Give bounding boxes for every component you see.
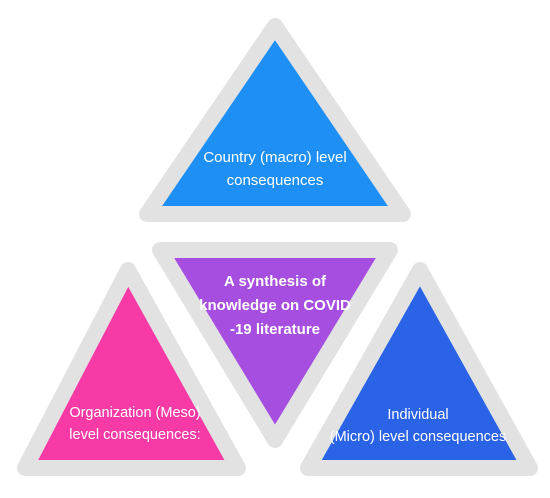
right-triangle-label: Individual (Micro) level consequences [318,405,518,449]
center-label-line-3: -19 literature [229,321,321,338]
right-triangle [300,262,538,476]
left-label-line-2: level consequences: [69,426,201,443]
left-triangle-label: Organization (Meso) level consequences: [40,403,230,447]
center-triangle-label: A synthesis of knowledge on COVID -19 li… [190,270,360,342]
center-triangle [152,242,398,448]
center-label-line-1: A synthesis of [224,273,326,290]
top-label-line-2: consequences [226,171,324,189]
center-label-line-2: knowledge on COVID [199,297,351,314]
top-label-line-1: Country (macro) level [203,149,347,166]
right-label-line-2: (Micro) level consequences [329,428,507,445]
top-triangle-label: Country (macro) level consequences [180,147,370,192]
left-label-line-1: Organization (Meso) [69,405,201,421]
top-triangle [139,18,411,222]
right-label-line-1: Individual [387,407,449,423]
left-triangle [17,262,246,476]
